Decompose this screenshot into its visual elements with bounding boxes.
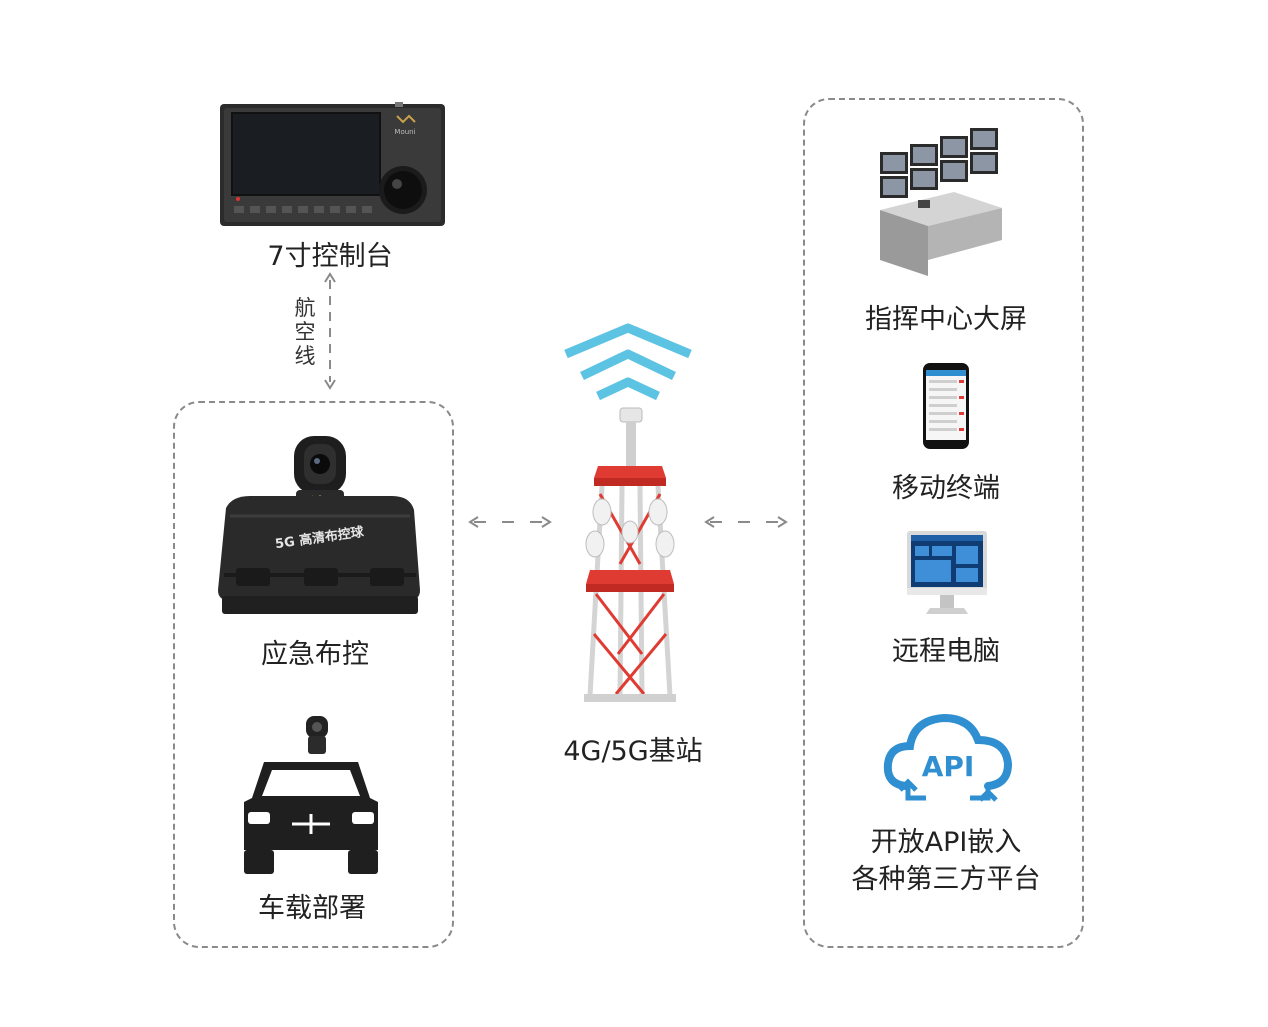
- mobile-terminal-label: 移动终端: [892, 473, 1000, 504]
- console-link-arrow: [324, 272, 336, 390]
- emergency-ptz-case-image: 5G 高清布控球: [218, 436, 420, 614]
- api-icon-text: API: [922, 750, 975, 783]
- command-center-label: 指挥中心大屏: [865, 304, 1027, 335]
- console-device-image: Mouni: [220, 102, 445, 226]
- base-station-label: 4G/5G基站: [563, 736, 703, 767]
- api-label-line2: 各种第三方平台: [851, 864, 1041, 895]
- vehicle-label: 车载部署: [258, 893, 366, 924]
- console-label: 7寸控制台: [267, 241, 393, 272]
- signal-wave-icon: [564, 323, 692, 401]
- mobile-phone-icon: [923, 363, 969, 449]
- left-link-arrow: [468, 516, 552, 528]
- remote-pc-icon: [907, 531, 987, 614]
- api-cloud-icon: API: [883, 713, 1013, 802]
- left-group-box: [173, 401, 454, 948]
- emergency-label: 应急布控: [261, 639, 369, 670]
- remote-pc-label: 远程电脑: [892, 636, 1000, 667]
- base-station-tower-icon: [584, 407, 676, 702]
- console-brand-text: Mouni: [394, 128, 415, 136]
- right-group-box: [803, 98, 1084, 948]
- antenna-cable-label: 航空线: [294, 296, 316, 368]
- command-center-icon: [880, 128, 1002, 276]
- vehicle-icon: [244, 716, 378, 874]
- api-label-line1: 开放API嵌入: [870, 827, 1022, 858]
- right-link-arrow: [704, 516, 788, 528]
